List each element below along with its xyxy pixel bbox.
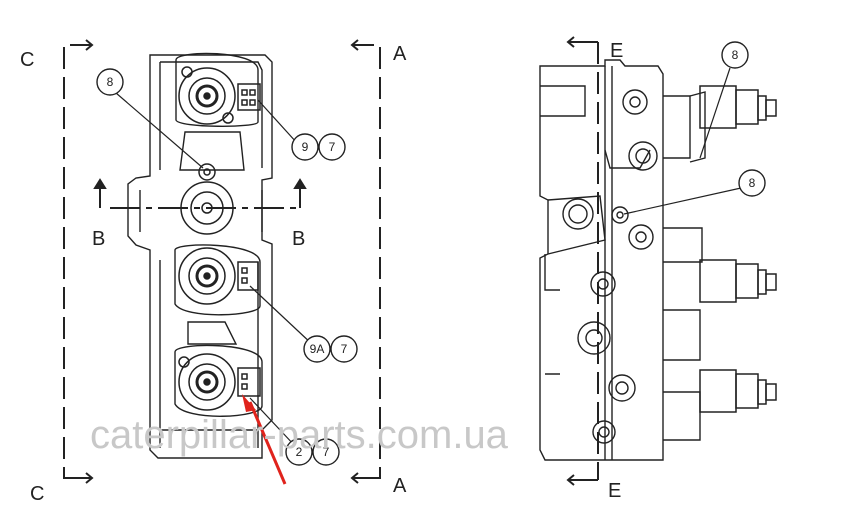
callout-7-bottom: 7 [312,438,340,466]
section-line-bb [93,178,307,209]
left-section-frame [63,39,381,484]
section-label-b-left: B [92,228,105,250]
leader-lines-right [623,67,742,215]
leader-lines-left [115,92,314,448]
valve-body-side [539,59,706,461]
section-label-c-top: C [20,49,34,71]
callout-9: 9 [291,133,319,161]
section-label-c-bottom: C [30,483,44,505]
section-label-e-bottom: E [608,480,621,502]
section-label-a-top: A [393,43,407,65]
solenoid-front-top [178,66,261,125]
svg-text:7: 7 [329,140,336,154]
solenoid-side-middle [699,259,777,303]
side-ports [577,89,658,444]
solenoid-front-middle [178,247,259,305]
solenoid-side-top [699,85,777,129]
svg-text:9A: 9A [310,342,325,356]
section-label-b-right: B [292,228,305,250]
callout-left-8: 8 [96,68,124,96]
svg-text:8: 8 [107,75,114,89]
callout-7-middle: 7 [330,335,358,363]
watermark: caterpillar-parts.com.ua [90,413,509,457]
svg-text:7: 7 [323,445,330,459]
solenoid-side-bottom [699,369,777,413]
svg-text:2: 2 [296,445,303,459]
solenoid-front-bottom [178,353,261,411]
callout-7-top: 7 [318,133,346,161]
callout-right-8-middle: 8 [738,169,766,197]
section-label-a-bottom: A [393,475,407,497]
highlight-arrow [242,394,287,485]
svg-text:7: 7 [341,342,348,356]
valve-body-front [127,52,273,459]
svg-text:8: 8 [732,48,739,62]
callout-9a: 9A [303,335,331,363]
section-line-ee [566,36,599,486]
svg-text:9: 9 [302,140,309,154]
callout-2: 2 [285,438,313,466]
callout-right-8-top: 8 [721,41,749,69]
svg-text:8: 8 [749,176,756,190]
center-port [180,163,234,235]
section-label-e-top: E [610,40,623,62]
